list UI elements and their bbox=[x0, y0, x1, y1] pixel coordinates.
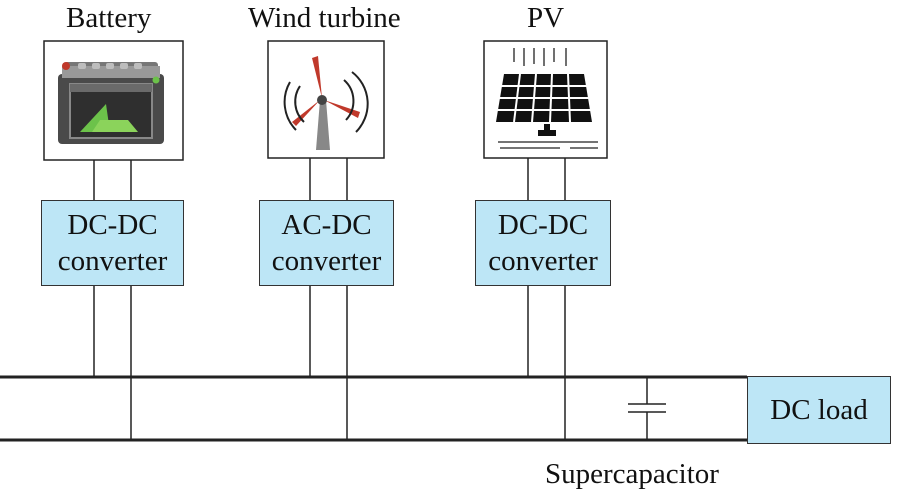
wind-converter-line1: AC-DC bbox=[281, 209, 372, 241]
wind-converter-box: AC-DC converter bbox=[259, 200, 394, 286]
pv-converter-line1: DC-DC bbox=[497, 209, 589, 241]
pv-converter-line2: converter bbox=[488, 245, 598, 277]
supercapacitor-label: Supercapacitor bbox=[545, 458, 719, 490]
battery-converter-box: DC-DC converter bbox=[41, 200, 184, 286]
battery-icon bbox=[43, 40, 184, 161]
dc-load-label: DC load bbox=[770, 393, 868, 426]
wind-turbine-label: Wind turbine bbox=[248, 2, 401, 34]
supercapacitor-symbol bbox=[628, 377, 666, 440]
battery-converter-line1: DC-DC bbox=[67, 209, 158, 241]
solar-panel-icon bbox=[483, 40, 608, 159]
wind-turbine-icon bbox=[267, 40, 385, 159]
pv-wires bbox=[527, 158, 566, 440]
pv-label: PV bbox=[527, 2, 565, 34]
wind-wires bbox=[309, 158, 348, 440]
battery-label: Battery bbox=[66, 2, 152, 34]
pv-converter-box: DC-DC converter bbox=[475, 200, 611, 286]
dc-load-box: DC load bbox=[747, 376, 891, 444]
wind-converter-line2: converter bbox=[271, 245, 382, 277]
battery-converter-line2: converter bbox=[57, 245, 168, 277]
battery-wires bbox=[93, 160, 132, 440]
